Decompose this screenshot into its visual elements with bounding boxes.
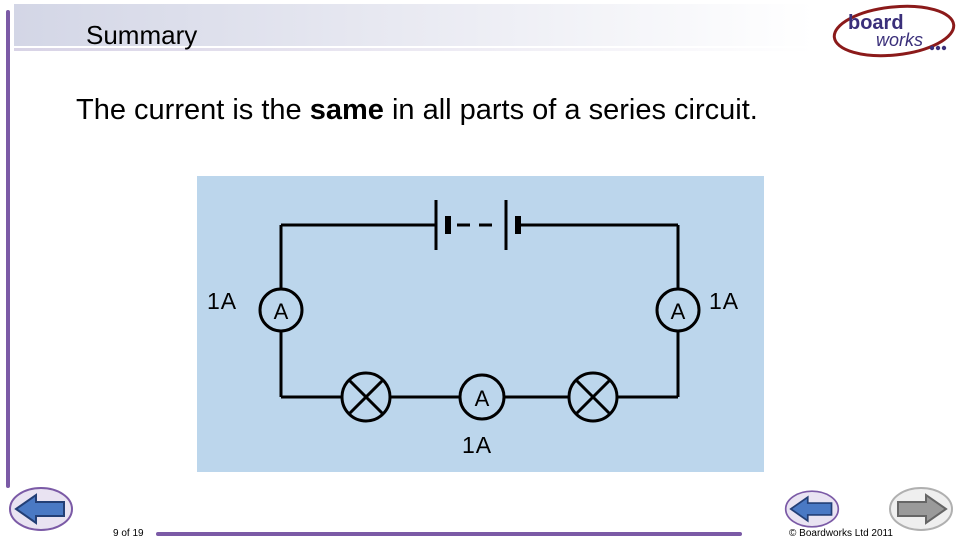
main-statement: The current is the same in all parts of … — [76, 94, 758, 127]
series-circuit-diagram: A A A — [258, 200, 701, 423]
slide-title: Summary — [86, 20, 198, 50]
current-label-right: 1A — [709, 288, 740, 314]
ammeter-right-icon: A — [655, 287, 701, 333]
current-label-left: 1A — [207, 288, 238, 314]
ammeter-bottom-icon: A — [458, 373, 506, 421]
next-slide-button[interactable] — [886, 486, 956, 532]
logo-text-works: works — [876, 30, 923, 50]
ammeter-left-symbol: A — [274, 299, 289, 324]
arrow-left-icon — [789, 495, 833, 523]
frame-left-border — [6, 10, 10, 488]
header-divider — [14, 48, 814, 51]
header-bar — [14, 4, 814, 46]
ammeter-bottom-symbol: A — [475, 386, 490, 411]
copyright-notice: © Boardworks Ltd 2011 — [789, 528, 893, 539]
ammeter-right-symbol: A — [671, 299, 686, 324]
arrow-right-icon — [897, 493, 948, 525]
battery-icon — [434, 200, 521, 250]
statement-part-1: The current is the — [76, 94, 310, 126]
back-button[interactable] — [8, 486, 74, 532]
previous-slide-button[interactable] — [784, 486, 840, 532]
lamp-left-icon — [340, 371, 392, 423]
arrow-left-icon — [14, 493, 65, 525]
statement-emphasis: same — [309, 94, 384, 126]
page-indicator: 9 of 19 — [113, 528, 144, 539]
circuit-panel: A A A — [197, 176, 764, 472]
lamp-right-icon — [567, 371, 619, 423]
footer-divider — [156, 532, 742, 536]
current-label-bottom: 1A — [462, 432, 493, 458]
statement-part-2: in all parts of a series circuit. — [383, 94, 758, 126]
ammeter-left-icon: A — [258, 287, 304, 333]
logo-text-board: board — [848, 12, 904, 34]
boardworks-logo: board works — [832, 4, 956, 58]
